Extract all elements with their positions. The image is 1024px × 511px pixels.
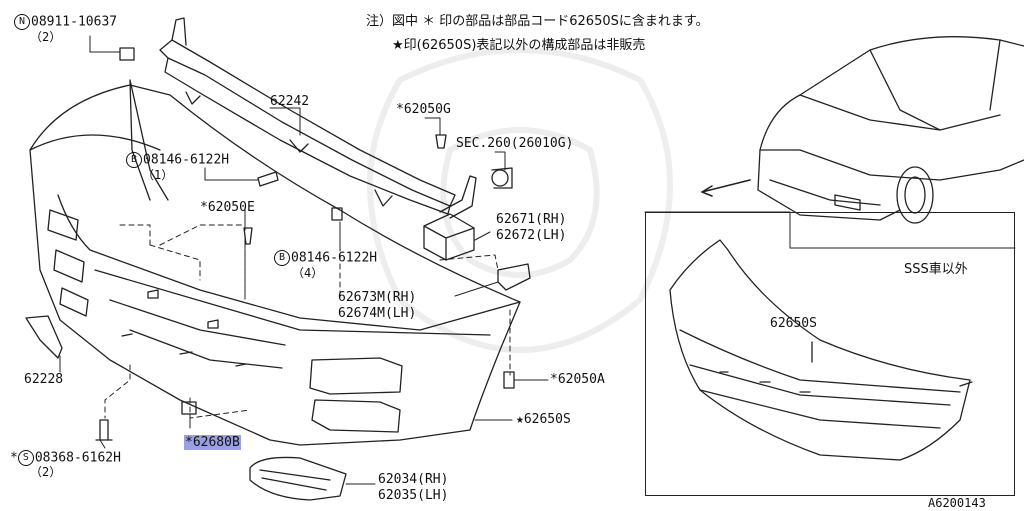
car-sketch	[757, 36, 1024, 224]
watermark	[367, 47, 673, 353]
label-sec[interactable]: SEC.260(26010G)	[456, 136, 574, 151]
label-clip-e[interactable]: *62050E	[200, 200, 255, 215]
label-inset-part[interactable]: 62650S	[770, 316, 817, 331]
note-line-1: 注）図中 ＊ 印の部品は部品コード62650Sに含まれます。	[366, 14, 709, 29]
leader-lines	[59, 35, 549, 485]
label-nut-code: 08911-10637	[31, 14, 118, 30]
label-bracket-lh[interactable]: 62672(LH)	[496, 228, 567, 243]
label-clip-g[interactable]: *62050G	[396, 102, 451, 117]
label-screw-code: 08368-6162H	[34, 450, 121, 466]
small-parts	[25, 47, 531, 501]
inset-bumper	[669, 239, 973, 461]
label-cover[interactable]: 62228	[24, 372, 64, 387]
figure-id: A6200143	[928, 496, 986, 510]
label-screw-prefix: *	[10, 450, 18, 466]
marker-n: N	[14, 14, 30, 30]
inset-panel	[645, 212, 1015, 496]
direction-arrow	[701, 179, 751, 197]
label-reinforcement[interactable]: 62242	[270, 94, 310, 109]
label-screw-qty: （2）	[30, 465, 62, 479]
front-bumper	[29, 79, 521, 446]
label-highlighted-part[interactable]: *62680B	[184, 435, 241, 450]
label-stay-lh[interactable]: 62674M(LH)	[338, 306, 417, 321]
label-bolt-b1-qty: （1）	[142, 168, 174, 182]
label-grille-rh[interactable]: 62034(RH)	[378, 472, 449, 487]
inset-title: SSS車以外	[904, 262, 968, 277]
label-grille-lh[interactable]: 62035(LH)	[378, 488, 449, 503]
marker-s: S	[17, 450, 34, 466]
label-clip-a[interactable]: *62050A	[550, 372, 605, 387]
reinforcement-beam	[159, 17, 477, 219]
label-bracket-rh[interactable]: 62671(RH)	[496, 212, 567, 227]
note-line-2: ★印(62650S)表記以外の構成部品は非販売	[392, 38, 646, 53]
label-stay-rh[interactable]: 62673M(RH)	[338, 290, 417, 305]
highlighted-part-code: *62680B	[184, 435, 241, 450]
marker-b: B	[126, 152, 142, 168]
label-bumper[interactable]: ★62650S	[516, 412, 571, 427]
label-nut-qty: （2）	[30, 30, 62, 44]
marker-b: B	[274, 250, 290, 266]
label-bolt-b1-code: 08146-6122H	[143, 152, 230, 168]
label-bolt-b4-qty: （4）	[292, 266, 324, 280]
label-bolt-b4-code: 08146-6122H	[291, 250, 378, 266]
